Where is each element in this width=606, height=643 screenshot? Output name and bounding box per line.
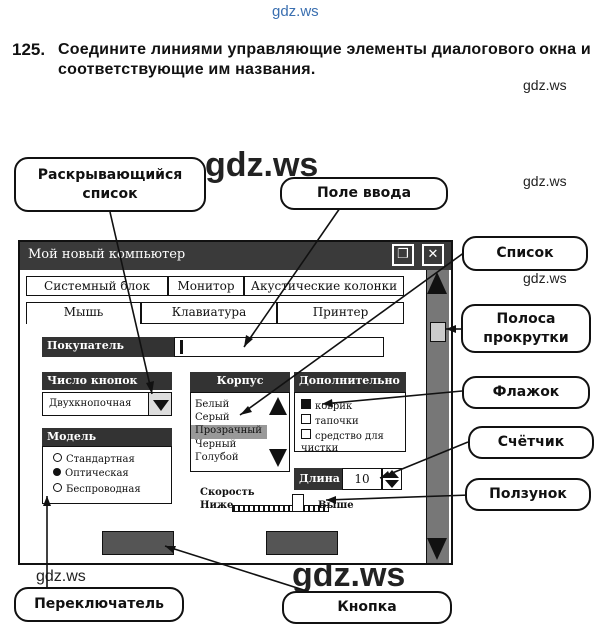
counter-up-icon[interactable] — [385, 470, 399, 478]
scroll-down-icon[interactable] — [427, 538, 447, 560]
list-item-selected[interactable]: Прозрачный — [191, 425, 267, 439]
chevron-down-icon — [153, 400, 169, 411]
checkbox-checked-icon — [301, 399, 311, 409]
checkbox-empty-icon — [301, 414, 311, 424]
radio-option[interactable]: Оптическая — [53, 468, 129, 479]
list-item[interactable]: Голубой — [195, 452, 239, 463]
callout-button: Кнопка — [282, 591, 452, 624]
vertical-scrollbar[interactable] — [426, 270, 449, 563]
model-label: Модель — [42, 428, 172, 446]
length-value: 10 — [354, 472, 370, 486]
checkbox-item[interactable]: коврик — [301, 399, 352, 412]
callout-radio-button: Переключатель — [14, 587, 184, 622]
maximize-icon[interactable]: ❐ — [392, 244, 414, 266]
speed-label: Скорость — [200, 487, 255, 498]
callout-input-field: Поле ввода — [280, 177, 448, 210]
list-item[interactable]: Серый — [195, 412, 230, 423]
buttons-count-label: Число кнопок — [42, 372, 172, 390]
case-label: Корпус — [190, 372, 290, 392]
list-item[interactable]: Черный — [195, 439, 237, 450]
callout-list: Список — [462, 236, 588, 271]
text-cursor — [180, 340, 183, 354]
cancel-button[interactable] — [266, 531, 338, 555]
length-label: Длина — [294, 468, 342, 490]
callout-counter: Счётчик — [468, 426, 594, 459]
radio-label: Стандартная — [66, 454, 135, 465]
checkbox-empty-icon — [301, 429, 311, 439]
task-text: Соедините линиями управляющие элементы д… — [58, 41, 591, 78]
checkbox-label: средство для чистки — [301, 431, 384, 454]
watermark: gdz.ws — [523, 173, 567, 189]
tab-speakers[interactable]: Акустические колонки — [244, 276, 404, 296]
tab-keyboard[interactable]: Клавиатура — [141, 302, 277, 324]
extra-label: Дополнительно — [294, 372, 406, 392]
radio-option[interactable]: Стандартная — [53, 453, 135, 465]
radio-label: Беспроводная — [66, 484, 141, 495]
speed-high-label: Выше — [318, 500, 354, 511]
window-title: Мой новый компьютер — [28, 247, 186, 262]
callout-checkbox: Флажок — [462, 376, 590, 409]
dialog-window: Мой новый компьютер ❐ ✕ Системный блок М… — [18, 240, 453, 565]
watermark: gdz.ws — [523, 270, 567, 286]
list-item[interactable]: Белый — [195, 399, 230, 410]
radio-empty-icon — [53, 483, 62, 492]
checkbox-label: коврик — [315, 401, 353, 412]
buttons-count-value: Двухкнопочная — [49, 398, 132, 409]
dropdown-arrow-button[interactable] — [148, 392, 172, 416]
task-number: 125. — [12, 40, 46, 59]
speed-low-label: Ниже — [200, 500, 234, 511]
scroll-thumb[interactable] — [430, 322, 446, 342]
list-scroll-down-icon[interactable] — [269, 449, 287, 467]
model-radio-group: Стандартная Оптическая Беспроводная — [42, 446, 172, 504]
callout-slider: Ползунок — [465, 478, 591, 511]
counter-down-icon[interactable] — [385, 480, 399, 488]
checkbox-item[interactable]: средство для чистки — [301, 429, 401, 455]
scroll-up-icon[interactable] — [427, 272, 447, 294]
length-counter[interactable]: 10 — [342, 468, 382, 490]
buyer-label: Покупатель — [42, 337, 174, 357]
case-list[interactable]: Белый Серый Прозрачный Черный Голубой — [190, 392, 290, 472]
close-icon[interactable]: ✕ — [422, 244, 444, 266]
tab-monitor[interactable]: Монитор — [168, 276, 244, 296]
callout-scrollbar: Полоса прокрутки — [461, 304, 591, 353]
ok-button[interactable] — [102, 531, 174, 555]
tab-mouse[interactable]: Мышь — [26, 302, 141, 324]
buyer-input[interactable] — [174, 337, 384, 357]
radio-label: Оптическая — [65, 468, 129, 479]
callout-dropdown: Раскрывающийся список — [14, 157, 206, 212]
list-scroll-up-icon[interactable] — [269, 397, 287, 415]
speed-slider-thumb[interactable] — [292, 494, 304, 512]
watermark: gdz.ws — [272, 3, 319, 20]
radio-filled-icon — [53, 468, 61, 476]
radio-empty-icon — [53, 453, 62, 462]
radio-option[interactable]: Беспроводная — [53, 483, 141, 495]
checkbox-item[interactable]: тапочки — [301, 414, 359, 427]
title-bar: Мой новый компьютер ❐ ✕ — [20, 242, 451, 270]
watermark: gdz.ws — [36, 568, 86, 585]
tab-system-unit[interactable]: Системный блок — [26, 276, 168, 296]
checkbox-label: тапочки — [315, 416, 359, 427]
speed-slider-track[interactable] — [232, 505, 329, 512]
watermark: gdz.ws — [523, 77, 567, 93]
